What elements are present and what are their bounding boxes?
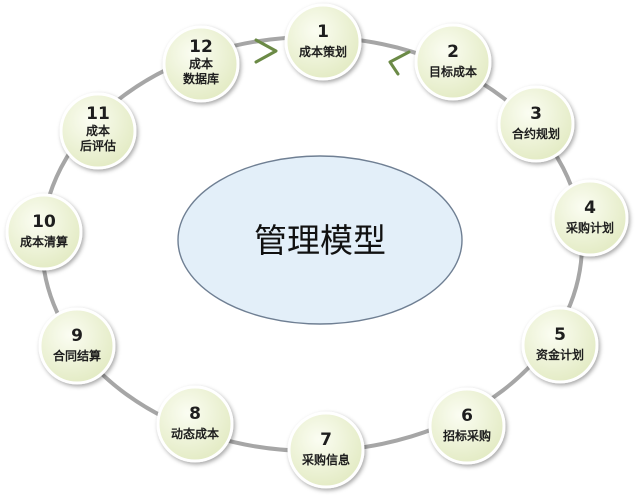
step-label: 数据库 (183, 71, 219, 86)
step-label: 资金计划 (536, 347, 584, 362)
step-label: 采购信息 (301, 452, 350, 467)
step-number: 11 (86, 104, 110, 124)
step-label: 目标成本 (429, 64, 477, 79)
step-node-5: 5 资金计划 (521, 306, 599, 384)
step-label: 后评估 (80, 138, 116, 153)
step-node-2: 2 目标成本 (414, 23, 492, 101)
step-circle (428, 387, 506, 465)
step-circle (497, 85, 575, 163)
step-circle (156, 385, 234, 463)
step-label: 成本 (86, 123, 110, 138)
step-number: 2 (447, 42, 459, 62)
step-number: 3 (530, 104, 542, 124)
step-number: 10 (32, 212, 56, 232)
step-label: 采购计划 (565, 220, 614, 235)
step-number: 8 (189, 404, 201, 424)
step-label: 合同结算 (53, 348, 101, 363)
step-number: 12 (189, 37, 213, 57)
step-node-1: 1 成本策划 (284, 3, 362, 81)
step-number: 1 (317, 22, 329, 42)
step-circle (287, 411, 365, 489)
step-number: 7 (320, 430, 332, 450)
step-circle (59, 92, 137, 170)
step-circle (521, 306, 599, 384)
step-node-9: 9 合同结算 (38, 307, 116, 385)
step-label: 动态成本 (171, 426, 219, 441)
step-label: 成本策划 (299, 44, 347, 59)
step-node-6: 6 招标采购 (428, 387, 506, 465)
step-node-4: 4 采购计划 (551, 179, 629, 257)
step-circle (414, 23, 492, 101)
step-label: 招标采购 (443, 428, 491, 443)
step-node-3: 3 合约规划 (497, 85, 575, 163)
step-circle (38, 307, 116, 385)
center-ellipse (177, 155, 463, 325)
step-circle (5, 193, 83, 271)
arrow-into-step-1-from-12 (254, 38, 278, 64)
step-number: 6 (461, 406, 473, 426)
step-circle (551, 179, 629, 257)
step-number: 5 (554, 325, 566, 345)
step-circle (284, 3, 362, 81)
step-number: 4 (584, 198, 596, 218)
step-node-10: 10 成本清算 (5, 193, 83, 271)
step-nodes: 1 成本策划 2 目标成本 3 合约规划 4 采购计划 5 资金计划 6 招标采购 7 采购信息 8 动态成本… (5, 3, 629, 489)
step-label: 成本清算 (20, 234, 68, 249)
step-number: 9 (71, 326, 83, 346)
step-circle (162, 25, 240, 103)
arrow-into-step-1-from-2 (388, 50, 411, 76)
step-node-8: 8 动态成本 (156, 385, 234, 463)
step-label: 成本 (189, 56, 213, 71)
step-node-7: 7 采购信息 (287, 411, 365, 489)
step-label: 合约规划 (512, 126, 560, 141)
center-label: 管理模型 (254, 221, 386, 260)
